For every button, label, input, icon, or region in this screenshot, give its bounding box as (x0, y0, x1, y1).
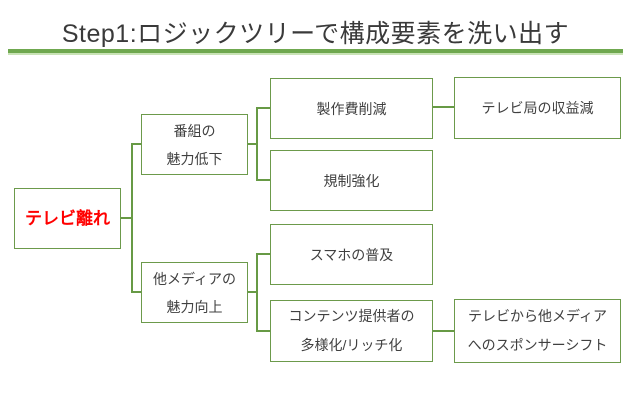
node-label: テレビ局の収益減 (481, 100, 594, 116)
node-content-provider-diversification: コンテンツ提供者の 多様化/リッチ化 (270, 300, 433, 362)
connector-to-b2 (258, 330, 270, 332)
connector-mid1-stub (248, 143, 258, 145)
node-tv-banare: テレビ離れ (14, 188, 121, 249)
connector-b2-to-r2 (433, 330, 454, 332)
connector-to-a2 (258, 179, 270, 181)
connector-to-b1 (258, 253, 270, 255)
node-label: テレビ離れ (25, 208, 110, 228)
node-label: スマホの普及 (309, 246, 394, 263)
connector-mid2-vertical (256, 253, 258, 332)
node-label-line2: 多様化/リッチ化 (300, 337, 403, 353)
title-underline (8, 49, 623, 55)
connector-mid1-vertical (256, 107, 258, 181)
connector-root-vertical (131, 143, 133, 293)
node-label-line1: テレビから他メディア (467, 308, 608, 324)
node-label-line1: コンテンツ提供者の (288, 308, 415, 324)
node-label-line1: 他メディアの (152, 270, 237, 287)
connector-to-mid1 (133, 143, 141, 145)
connector-mid2-stub (248, 291, 258, 293)
node-label-line2: 魅力向上 (166, 298, 223, 315)
slide-title: Step1:ロジックツリーで構成要素を洗い出す (61, 20, 570, 48)
node-sponsor-shift-to-other-media: テレビから他メディア へのスポンサーシフト (454, 299, 621, 363)
node-smartphone-spread: スマホの普及 (270, 224, 433, 285)
connector-to-mid2 (133, 291, 141, 293)
node-other-media-appeal-rise: 他メディアの 魅力向上 (141, 262, 248, 323)
node-label-line2: へのスポンサーシフト (467, 337, 608, 353)
node-program-appeal-decline: 番組の 魅力低下 (141, 114, 248, 175)
connector-a1-to-r1 (433, 106, 454, 108)
node-label-line2: 魅力低下 (166, 150, 223, 167)
node-label: 規制強化 (323, 172, 380, 189)
connector-root-stub (121, 217, 133, 219)
node-label-line1: 番組の (173, 122, 216, 139)
node-label: 製作費削減 (316, 100, 387, 117)
node-tv-station-revenue-decline: テレビ局の収益減 (454, 77, 621, 139)
node-production-cost-cut: 製作費削減 (270, 78, 433, 139)
node-regulation-tightening: 規制強化 (270, 150, 433, 211)
connector-to-a1 (258, 107, 270, 109)
